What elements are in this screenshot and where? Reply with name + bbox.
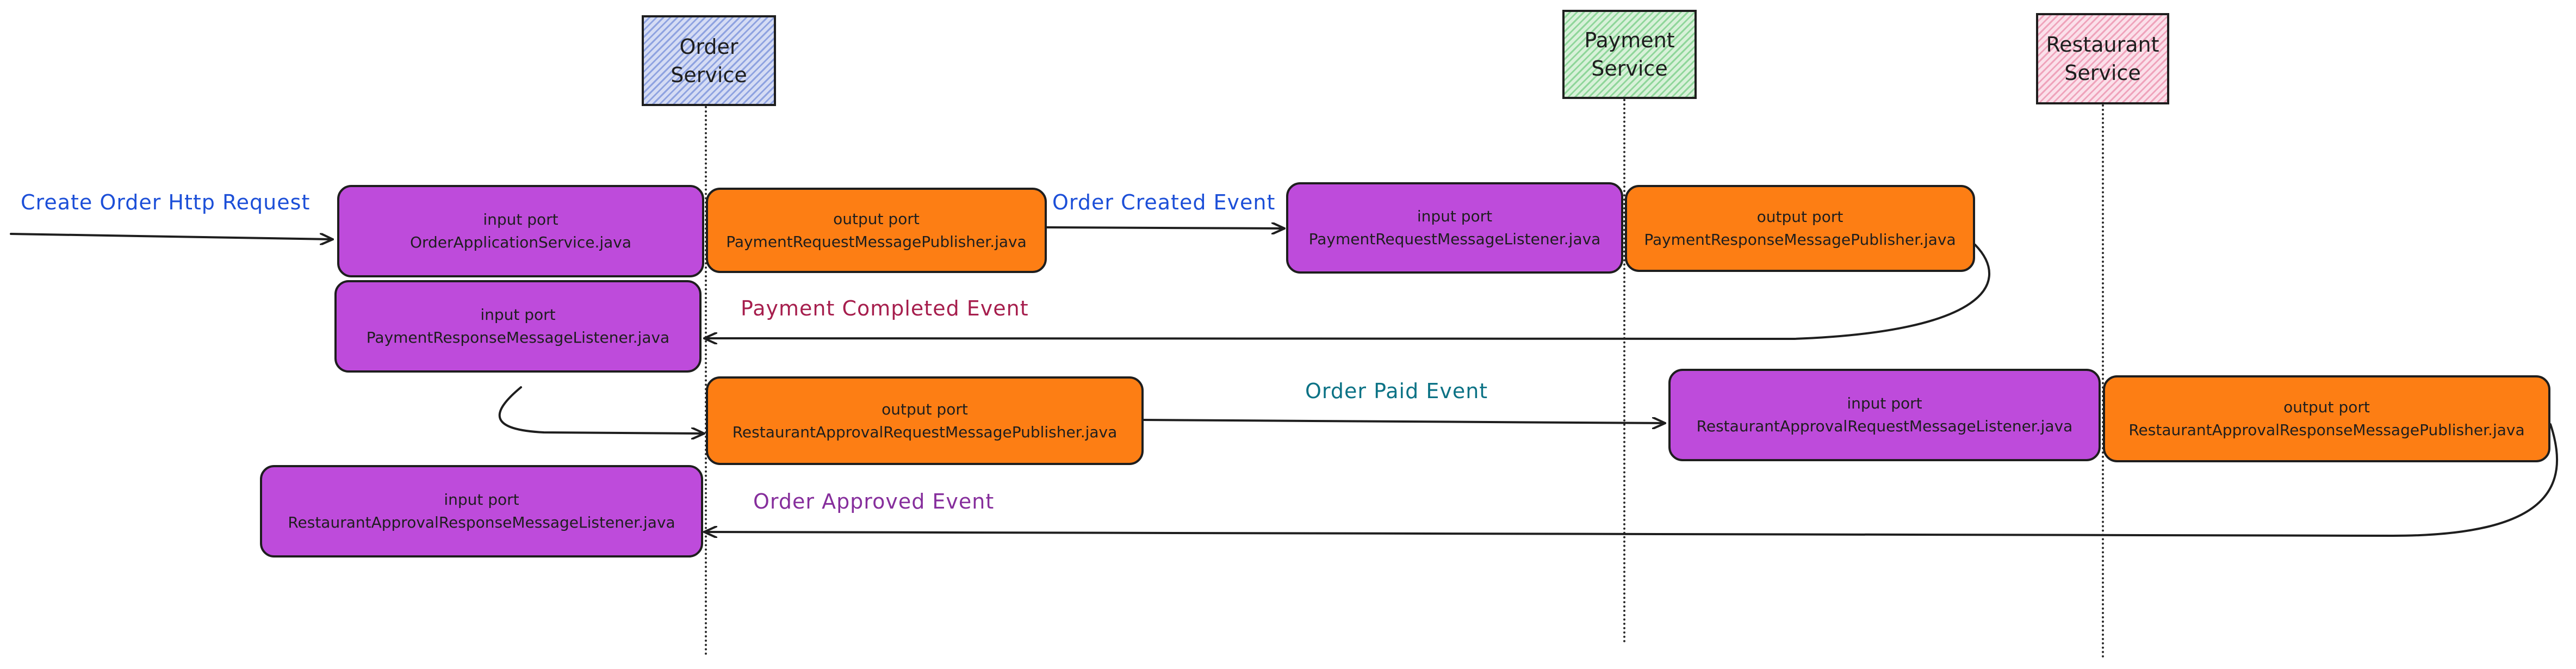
payment-response-listener-box: input port PaymentResponseMessageListene… <box>334 280 702 373</box>
port-type-label: output port <box>2283 398 2370 416</box>
file-name-label: PaymentRequestMessagePublisher.java <box>726 232 1027 251</box>
file-name-label: RestaurantApprovalRequestMessageListener… <box>1696 417 2073 435</box>
order-approved-arrow <box>703 423 2558 536</box>
order-created-event-label: Order Created Event <box>1052 190 1276 214</box>
order-approved-event-label: Order Approved Event <box>753 490 995 513</box>
port-type-label: output port <box>1756 208 1843 226</box>
file-name-label: PaymentResponseMessagePublisher.java <box>1644 231 1956 249</box>
internal-flow-arrow <box>498 386 705 433</box>
order-application-service-box: input port OrderApplicationService.java <box>337 185 704 277</box>
order-paid-arrow <box>1143 420 1666 423</box>
file-name-label: RestaurantApprovalResponseMessagePublish… <box>2128 421 2525 439</box>
payment-response-publisher-box: output port PaymentResponseMessagePublis… <box>1625 185 1975 272</box>
restaurant-approval-response-listener-box: input port RestaurantApprovalResponseMes… <box>260 465 703 558</box>
port-type-label: input port <box>444 491 519 509</box>
payment-request-publisher-box: output port PaymentRequestMessagePublish… <box>706 188 1047 273</box>
port-type-label: input port <box>480 306 556 324</box>
file-name-label: PaymentResponseMessageListener.java <box>366 329 670 346</box>
port-type-label: output port <box>882 400 968 418</box>
file-name-label: RestaurantApprovalRequestMessagePublishe… <box>732 423 1118 441</box>
create-order-request-label: Create Order Http Request <box>21 190 311 214</box>
port-type-label: input port <box>1417 207 1493 225</box>
payment-completed-arrow <box>703 244 1991 339</box>
order-service-lifeline <box>705 106 707 655</box>
port-type-label: output port <box>833 209 920 228</box>
restaurant-service-header: Restaurant Service <box>2036 13 2169 104</box>
payment-service-lifeline <box>1623 99 1625 643</box>
payment-completed-event-label: Payment Completed Event <box>741 296 1029 320</box>
restaurant-approval-request-publisher-box: output port RestaurantApprovalRequestMes… <box>706 376 1144 465</box>
order-paid-event-label: Order Paid Event <box>1305 379 1488 403</box>
port-type-label: input port <box>483 210 558 228</box>
create-order-arrow <box>10 233 334 239</box>
restaurant-approval-request-listener-box: input port RestaurantApprovalRequestMess… <box>1668 369 2101 461</box>
payment-service-header: Payment Service <box>1562 10 1697 99</box>
order-created-arrow <box>1046 227 1286 228</box>
order-service-header: Order Service <box>642 15 776 106</box>
file-name-label: RestaurantApprovalResponseMessageListene… <box>288 513 675 531</box>
restaurant-approval-response-publisher-box: output port RestaurantApprovalResponseMe… <box>2103 375 2550 462</box>
file-name-label: OrderApplicationService.java <box>409 233 632 251</box>
restaurant-service-lifeline <box>2102 104 2104 658</box>
port-type-label: input port <box>1847 394 1922 412</box>
payment-request-listener-box: input port PaymentRequestMessageListener… <box>1286 182 1623 274</box>
file-name-label: PaymentRequestMessageListener.java <box>1308 230 1601 248</box>
